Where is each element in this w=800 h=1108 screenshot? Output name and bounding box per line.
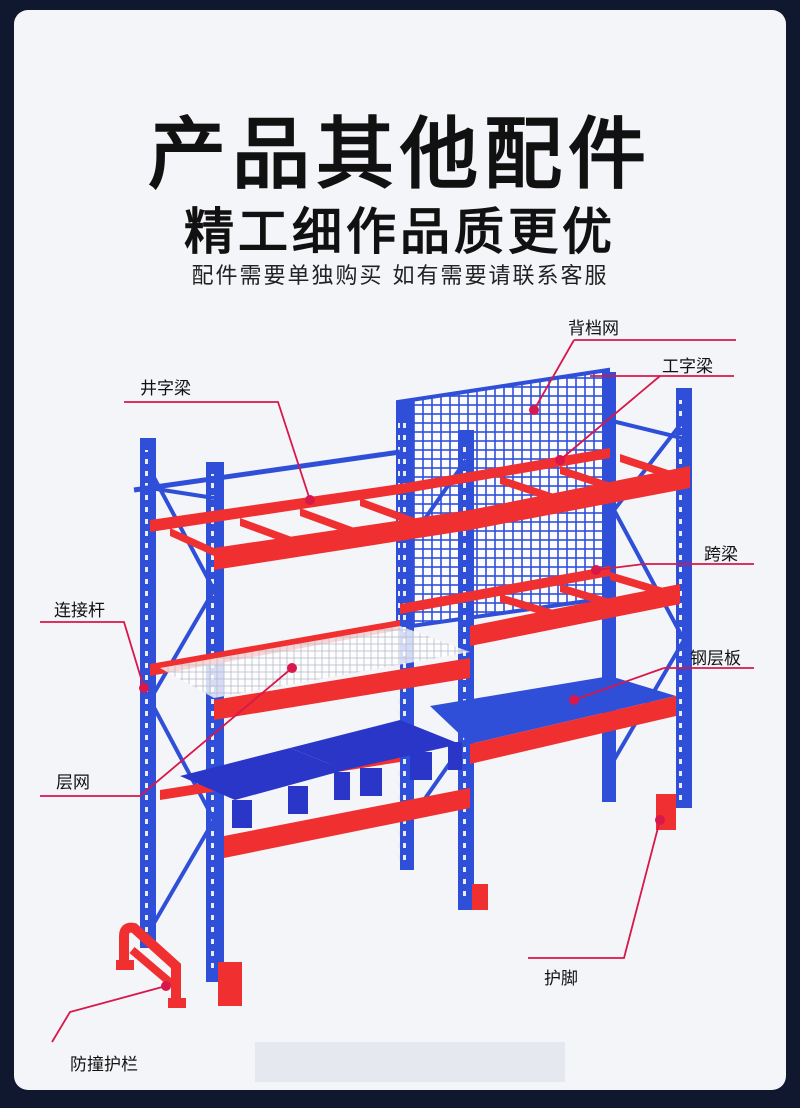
back-mesh-panel xyxy=(396,367,610,631)
label-steel-deck: 钢层板 xyxy=(690,649,741,669)
label-connector: 连接杆 xyxy=(54,601,105,621)
page-title: 产品其他配件 xyxy=(147,110,652,200)
label-layer-mesh: 层网 xyxy=(56,773,90,793)
base-shadow xyxy=(255,1042,565,1082)
label-foot-guard: 护脚 xyxy=(544,969,578,989)
label-back-mesh: 背档网 xyxy=(568,319,619,339)
left-uprights xyxy=(140,438,224,982)
steel-deck-panel xyxy=(430,676,676,764)
upper-level-beams xyxy=(150,448,690,570)
page-note: 配件需要单独购买 如有需要请联系客服 xyxy=(191,264,609,289)
label-span-beam: 跨梁 xyxy=(704,545,738,565)
crash-barrier xyxy=(116,922,186,1008)
callout-dots xyxy=(139,405,665,991)
label-cross-beam: 井字梁 xyxy=(140,379,191,399)
wire-mesh-deck xyxy=(160,626,470,698)
page-subtitle: 精工细作品质更优 xyxy=(184,203,616,261)
pallets xyxy=(180,720,462,828)
top-rods xyxy=(133,418,691,500)
label-i-beam: 工字梁 xyxy=(662,357,713,377)
callout-lines xyxy=(40,339,754,1043)
label-crash-barrier: 防撞护栏 xyxy=(70,1055,138,1075)
